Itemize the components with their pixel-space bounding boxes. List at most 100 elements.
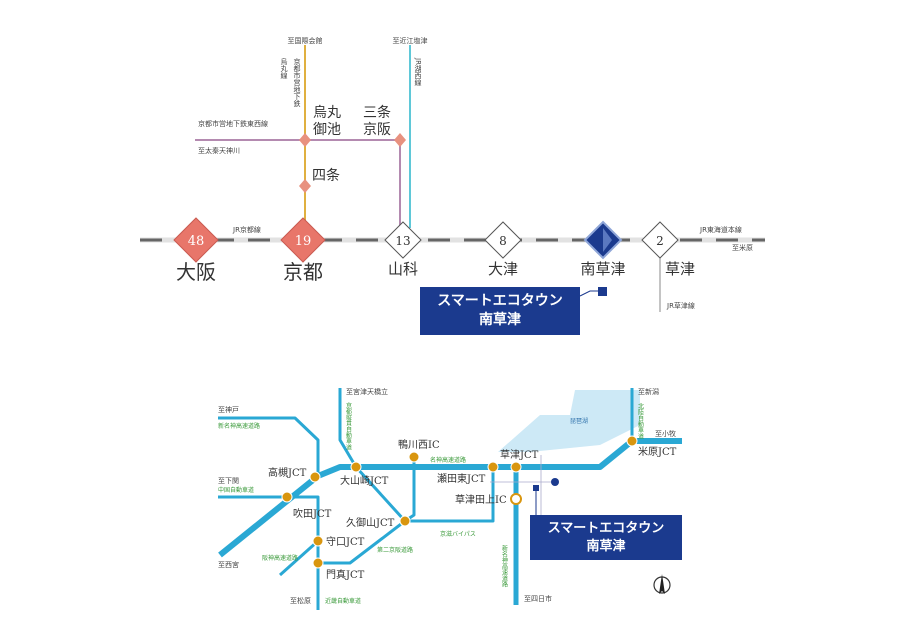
label-to-matsubara: 至松原 — [290, 596, 311, 605]
station-name: 山科 — [388, 260, 418, 278]
label-jr-kusatsu: JR草津線 — [666, 301, 695, 310]
station-minami-kusatsu[interactable]: 南草津 — [580, 220, 626, 278]
label-jr-kyoto: JR京都線 — [232, 225, 261, 234]
label-shinmeishin-west: 新名神高速道路 — [218, 422, 260, 430]
station-diamond — [641, 221, 679, 259]
label-to-nishinomiya: 至西宮 — [218, 560, 239, 569]
rail-map: 48 大阪 19 京都 13 山科 8 大津 南草津 2 草津 — [140, 36, 765, 312]
label-to-niigata: 至新潟 — [638, 387, 659, 396]
junction-maibara[interactable] — [626, 435, 638, 447]
label-shijo: 四条 — [312, 167, 340, 184]
road-shinmeishin-west — [218, 416, 320, 476]
property-marker — [598, 287, 607, 296]
station-name: 草津 — [665, 260, 695, 278]
label-takatsuki: 高槻JCT — [268, 466, 307, 479]
station-minutes: 8 — [499, 234, 507, 248]
station-diamond — [384, 221, 422, 259]
label-keiji-bypass: 京滋バイパス — [440, 530, 476, 538]
label-suita: 吹田JCT — [293, 507, 332, 520]
subway-station-marker — [394, 133, 406, 147]
label-kadoma: 門真JCT — [326, 568, 365, 581]
label-kusatsu-jct: 草津JCT — [500, 449, 539, 461]
label-setahigashi: 瀬田東JCT — [437, 472, 486, 485]
station-diamond — [173, 217, 219, 263]
station-minutes: 2 — [656, 234, 664, 248]
station-minutes: 48 — [188, 234, 205, 249]
road-kyoto-jukan — [338, 388, 407, 523]
north-arrow-icon — [653, 574, 671, 594]
lake-biwa — [498, 390, 640, 452]
label-hokuriku: 北陸自動車道 — [637, 402, 644, 440]
junction-moriguchi[interactable] — [312, 535, 324, 547]
road-daini-keihan — [318, 519, 406, 565]
label-jr-tokaido: JR東海道本線 — [699, 225, 742, 234]
station-kusatsu[interactable]: 2 草津 — [641, 221, 695, 278]
property-label-rail: スマートエコタウン 南草津 — [420, 287, 580, 335]
label-to-shimonoseki: 至下関 — [218, 477, 239, 485]
road-hanshin — [278, 539, 320, 577]
label-kyoto-jukan: 京都縦貫自動車道 — [345, 401, 352, 451]
station-otsu[interactable]: 8 大津 — [484, 221, 522, 278]
label-oyamazaki: 大山崎JCT — [340, 474, 389, 487]
label-to-yokkaichi: 至四日市 — [524, 594, 552, 603]
property-marker — [533, 485, 539, 491]
label-to-uzumasa: 至太秦天神川 — [198, 146, 240, 155]
junction-takatsuki[interactable] — [309, 471, 321, 483]
label-subway-kyoto: 京都市営地下鉄 — [293, 57, 301, 108]
station-name: 大津 — [488, 260, 518, 278]
junction-setahigashi[interactable] — [487, 461, 499, 473]
label-maibara: 米原JCT — [638, 445, 677, 458]
station-diamond — [280, 217, 326, 263]
label-subway-tozai: 京都市営地下鉄東西線 — [198, 119, 268, 128]
label-karasuma-oike: 烏丸御池 — [313, 104, 341, 138]
label-to-kobe: 至神戸 — [218, 405, 239, 414]
station-yamashina[interactable]: 13 山科 — [384, 221, 422, 278]
road-map: 琵琶湖 高槻JCT 大山崎JCT 吹田JCT 久御山JCT 守口JCT 門真JC… — [218, 387, 682, 610]
junction-kusatsu-tanakami[interactable] — [510, 493, 522, 505]
station-kyoto[interactable]: 19 京都 — [280, 217, 326, 284]
label-kusatsu-tanakami: 草津田上IC — [455, 494, 507, 506]
label-to-maibara: 至米原 — [732, 243, 753, 252]
property-area: 南草津 — [586, 539, 626, 554]
junction-kumiyama[interactable] — [399, 515, 411, 527]
property-area: 南草津 — [479, 312, 521, 328]
junction-kadoma[interactable] — [312, 557, 324, 569]
station-diamond-highlight — [603, 228, 612, 252]
label-chugoku: 中国自動車道 — [218, 486, 254, 494]
junction-kamogawa[interactable] — [408, 451, 420, 463]
junction-suita[interactable] — [281, 491, 293, 503]
label-daini-keihan: 第二京阪道路 — [377, 546, 413, 554]
station-name: 南草津 — [580, 260, 625, 278]
subway-station-marker — [299, 133, 311, 147]
label-sanjo-keihan: 三条京阪 — [363, 104, 391, 138]
label-to-kokusaikaikan: 至国際会館 — [288, 36, 323, 45]
station-minutes: 13 — [395, 234, 410, 248]
junction-oyamazaki[interactable] — [350, 461, 362, 473]
station-name: 大阪 — [176, 260, 216, 284]
label-shinmeishin-east: 新名神高速道路 — [501, 544, 508, 588]
station-diamond — [484, 221, 522, 259]
route-number-icon — [551, 478, 559, 486]
label-meishin: 名神高速道路 — [430, 456, 466, 464]
station-minutes: 19 — [295, 234, 312, 249]
label-karasuma-line: 烏丸線 — [280, 57, 288, 79]
station-osaka[interactable]: 48 大阪 — [173, 217, 219, 284]
property-name: スマートエコタウン — [437, 293, 563, 309]
label-to-komaki: 至小牧 — [655, 429, 676, 438]
property-label-road: スマートエコタウン 南草津 — [530, 515, 682, 560]
label-moriguchi: 守口JCT — [326, 535, 365, 548]
station-name: 京都 — [283, 260, 323, 284]
label-hanshin: 阪神高速道路 — [262, 554, 298, 562]
label-kumiyama: 久御山JCT — [346, 516, 395, 529]
road-chugoku-kinki — [218, 495, 320, 610]
junction-kusatsu[interactable] — [510, 461, 522, 473]
label-to-omishiotsu: 至近江塩津 — [393, 36, 428, 45]
label-kamogawa: 鴨川西IC — [398, 438, 440, 451]
road-meishin — [218, 438, 682, 558]
property-leader — [579, 290, 598, 297]
label-lake: 琵琶湖 — [570, 417, 588, 425]
subway-station-marker — [299, 179, 311, 193]
label-to-amanohashidate: 至宮津天橋立 — [346, 387, 388, 396]
label-kinki: 近畿自動車道 — [325, 597, 361, 605]
